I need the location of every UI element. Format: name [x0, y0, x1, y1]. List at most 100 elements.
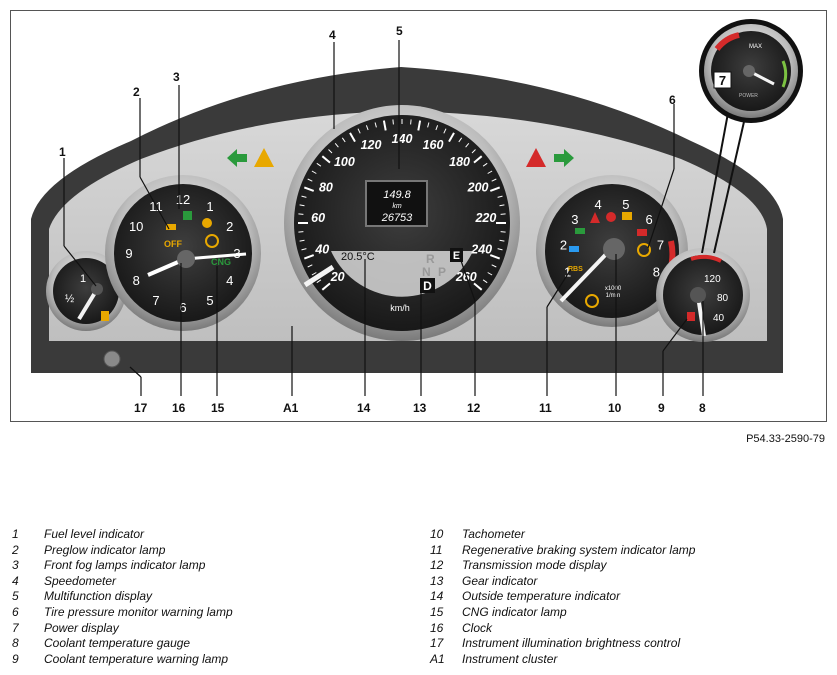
tire-pressure-warning-icon — [637, 243, 651, 257]
callout-15: 15 — [211, 401, 225, 415]
check-engine-icon — [622, 212, 632, 220]
speedometer-tick-mark — [301, 195, 307, 198]
legend-number: 8 — [12, 636, 19, 651]
legend-number: 6 — [12, 604, 19, 619]
speedometer-tick-mark — [298, 231, 304, 233]
legend-number: 11 — [430, 542, 443, 557]
clock-numeral-9: 9 — [125, 246, 132, 261]
trip-distance-unit: km — [392, 203, 402, 210]
gear-r: R — [426, 252, 435, 266]
callout-4: 4 — [329, 28, 336, 42]
speedometer-tick-120: 120 — [361, 138, 382, 152]
clock-hub — [177, 250, 195, 268]
speedometer-tick-40: 40 — [314, 242, 329, 256]
callout-11: 11 — [539, 401, 552, 415]
tachometer-unit-top: x1000 — [605, 286, 622, 292]
tachometer-tick-3: 3 — [571, 212, 578, 227]
callout-5: 5 — [396, 24, 403, 38]
speedometer-tick-mark — [365, 125, 369, 131]
clock-numeral-6: 6 — [179, 300, 186, 315]
power-red-band — [714, 32, 740, 51]
clock-numeral-1: 1 — [206, 199, 213, 214]
front-fog-lamp-icon — [183, 211, 192, 220]
right-turn-signal-icon — [554, 149, 574, 167]
speedometer-tick-mark — [487, 272, 493, 276]
coolant-tick-80: 80 — [717, 293, 729, 304]
cng-indicator-label: CNG — [211, 257, 231, 267]
speedometer-tick-mark — [316, 162, 322, 167]
speedometer-tick-mark — [299, 239, 305, 242]
legend-number: 16 — [430, 620, 444, 635]
regen-braking-indicator: RBS — [568, 266, 583, 273]
speedometer-tick-mark — [316, 279, 322, 284]
callout-A1: A1 — [283, 401, 299, 415]
speedometer-tick-mark — [489, 254, 501, 260]
clock-numeral-2: 2 — [226, 219, 233, 234]
fuel-label-half: ½ — [65, 293, 74, 305]
coolant-red-zone — [690, 254, 722, 263]
clock-numeral-5: 5 — [206, 293, 213, 308]
fuel-gauge: 1 ½ — [46, 251, 126, 331]
legend-text: Tire pressure monitor warning lamp — [44, 604, 233, 619]
coolant-hub — [690, 287, 706, 303]
clock: 121234567891011 OFF CNG — [105, 175, 261, 331]
tachometer-needle — [559, 246, 614, 303]
coolant-tick-120: 120 — [704, 274, 721, 285]
multifunction-display — [365, 180, 428, 227]
callout-8: 8 — [699, 401, 706, 415]
odometer-value: 26753 — [381, 212, 413, 224]
callout-6: 6 — [669, 93, 676, 107]
tachometer-tick-4: 4 — [594, 197, 601, 212]
legend-number: 2 — [12, 542, 19, 557]
speedometer-tick-mark — [500, 231, 506, 233]
legend-text: Regenerative braking system indicator la… — [462, 542, 696, 557]
cluster-illustration: 1 ½ 121234567891011 OFF CNG 204060801001… — [31, 19, 803, 396]
legend-text: Instrument cluster — [462, 651, 558, 666]
power-max-label: MAX — [749, 44, 762, 50]
airbag-warning-icon — [606, 212, 616, 222]
speedometer-tick-mark — [307, 264, 313, 268]
speedometer-tick-mark — [357, 128, 361, 134]
gear-p: P — [438, 265, 446, 279]
speedometer-tick-100: 100 — [334, 155, 355, 169]
tachometer-tick-1: 1 — [564, 265, 571, 280]
legend-number: 5 — [12, 589, 19, 604]
gear-n: N — [422, 265, 431, 279]
legend-text: Preglow indicator lamp — [44, 542, 166, 557]
legend-number: 4 — [12, 573, 19, 588]
callout-2: 2 — [133, 85, 140, 99]
callout-13: 13 — [413, 401, 427, 415]
speedometer-lower-shade — [331, 251, 473, 297]
speedometer-tick-mark — [303, 186, 315, 192]
trip-distance-value: 149.8 — [383, 189, 411, 201]
speedometer-tick-mark — [448, 132, 455, 143]
speedometer-tick-mark — [497, 248, 503, 251]
speedometer-tick-220: 220 — [474, 211, 496, 225]
speedometer-tick-mark — [321, 282, 331, 291]
callout-14: 14 — [357, 401, 371, 415]
speedometer-tick-180: 180 — [449, 155, 470, 169]
instrument-cluster-figure: 1 ½ 121234567891011 OFF CNG 204060801001… — [10, 10, 827, 422]
callout-leader-lines — [63, 40, 704, 396]
speedometer-needle — [303, 264, 335, 288]
speedometer-tick-mark — [303, 254, 315, 260]
legend-text: Front fog lamps indicator lamp — [44, 558, 206, 573]
legend-text: Power display — [44, 620, 119, 635]
legend-text: Coolant temperature gauge — [44, 636, 191, 651]
speedometer-tick-mark — [427, 122, 430, 128]
power-callout-box — [713, 71, 732, 89]
seat-belt-warning-icon — [590, 212, 600, 223]
